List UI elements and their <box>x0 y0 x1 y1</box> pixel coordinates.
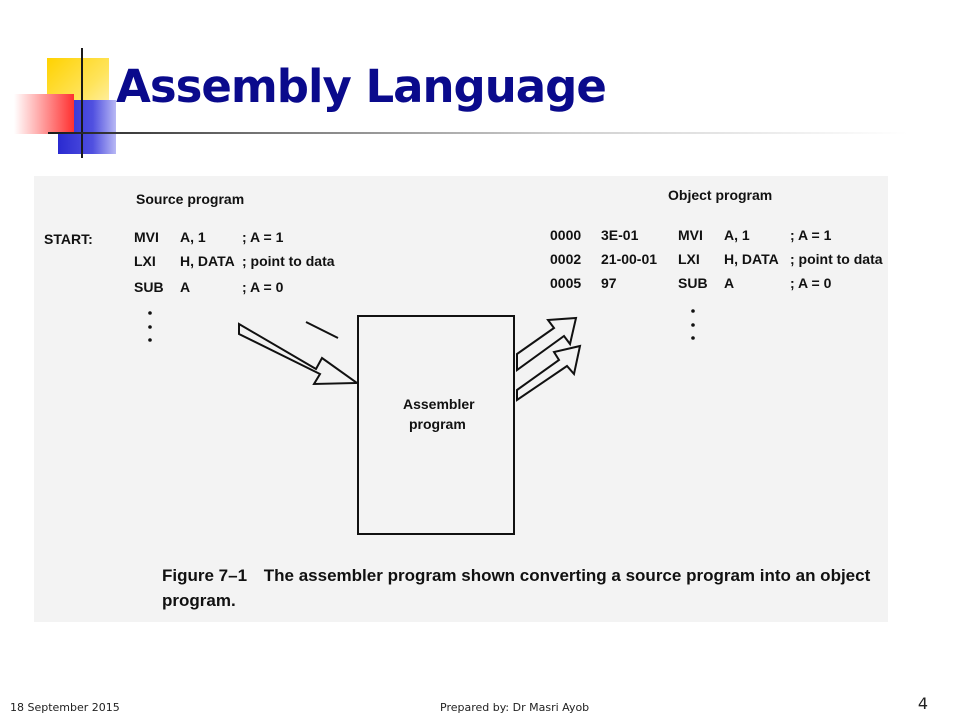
object-op: LXI <box>678 251 700 267</box>
caption-line1: The assembler program shown converting a… <box>264 566 871 585</box>
object-hex: 97 <box>601 275 617 291</box>
object-op: MVI <box>678 227 703 243</box>
source-program-heading: Source program <box>136 191 244 207</box>
decor-red-square <box>14 94 74 134</box>
object-hex: 21-00-01 <box>601 251 657 267</box>
title-underline <box>48 132 908 134</box>
object-comment: ; A = 1 <box>790 227 832 243</box>
caption-label: Figure 7–1 <box>162 566 247 585</box>
object-op: SUB <box>678 275 708 291</box>
source-op: LXI <box>134 253 156 269</box>
slide-title: Assembly Language <box>116 60 607 113</box>
input-arrow-accent <box>305 321 339 339</box>
object-args: A, 1 <box>724 227 750 243</box>
object-program-heading: Object program <box>668 187 772 203</box>
assembler-diagram: Source program Object program START: MVI… <box>44 187 883 610</box>
start-label: START: <box>44 231 93 247</box>
assembler-figure: Source program Object program START: MVI… <box>34 176 888 622</box>
source-args: A <box>180 279 190 295</box>
assembler-program-box <box>357 315 515 535</box>
source-comment: ; point to data <box>242 253 335 269</box>
continuation-dots-object <box>691 309 695 340</box>
source-op: SUB <box>134 279 164 295</box>
object-code-block: 0000 3E-01 MVI A, 1 ; A = 1 0002 21-00-0… <box>550 227 883 340</box>
object-comment: ; A = 0 <box>790 275 832 291</box>
source-args: A, 1 <box>180 229 206 245</box>
continuation-dots-source <box>148 311 152 342</box>
object-address: 0005 <box>550 275 581 291</box>
source-comment: ; A = 1 <box>242 229 284 245</box>
source-op: MVI <box>134 229 159 245</box>
output-arrow-lower <box>516 344 582 402</box>
output-arrow <box>516 316 578 372</box>
input-arrow <box>238 322 361 386</box>
source-args: H, DATA <box>180 253 235 269</box>
page-number: 4 <box>917 694 928 713</box>
object-address: 0000 <box>550 227 581 243</box>
source-comment: ; A = 0 <box>242 279 284 295</box>
assembler-label-line2: program <box>409 416 466 432</box>
assembler-label-line1: Assembler <box>403 396 475 412</box>
decor-vertical-line <box>81 48 83 158</box>
figure-caption: Figure 7–1 The assembler program shown c… <box>162 566 871 610</box>
caption-line2: program. <box>162 591 236 610</box>
object-args: H, DATA <box>724 251 779 267</box>
object-address: 0002 <box>550 251 581 267</box>
footer-author: Prepared by: Dr Masri Ayob <box>440 701 590 714</box>
footer-date: 18 September 2015 <box>10 701 120 714</box>
svg-text:Figure 7–1 The assembl: Figure 7–1 The assembler program shown c… <box>162 566 871 585</box>
source-code-block: MVI A, 1 ; A = 1 LXI H, DATA ; point to … <box>134 229 335 342</box>
object-hex: 3E-01 <box>601 227 639 243</box>
object-comment: ; point to data <box>790 251 883 267</box>
object-args: A <box>724 275 734 291</box>
